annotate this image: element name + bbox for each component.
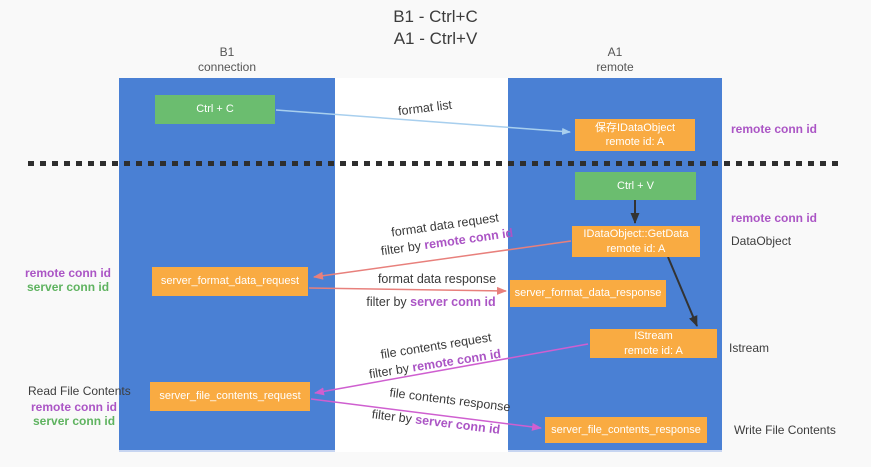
remote-conn-id-label-left-2: remote conn id	[31, 400, 118, 414]
server-file-contents-response-label: server_file_contents_response	[551, 423, 701, 436]
lane-a1-role: remote	[596, 60, 634, 74]
lane-b1-role: connection	[197, 60, 257, 74]
write-file-contents-label: Write File Contents	[734, 423, 836, 437]
server-file-contents-response-box: server_file_contents_response	[545, 417, 707, 443]
ctrl-c-label: Ctrl + C	[196, 103, 234, 116]
getdata-line2: remote id: A	[606, 242, 666, 255]
server-format-data-response-box: server_format_data_response	[510, 280, 666, 307]
server-format-data-request-label: server_format_data_request	[160, 275, 300, 288]
dataobject-label: DataObject	[731, 234, 792, 248]
server-format-data-request-box: server_format_data_request	[152, 267, 308, 296]
remote-conn-id-label-mid-right: remote conn id	[731, 211, 818, 225]
ctrl-c-box: Ctrl + C	[155, 95, 275, 124]
server-conn-id-label-left-1: server conn id	[27, 280, 110, 294]
server-format-data-response-label: server_format_data_response	[514, 287, 662, 300]
server-file-contents-request-box: server_file_contents_request	[150, 382, 310, 411]
save-idataobject-line2: remote id: A	[605, 136, 665, 148]
ctrl-v-box: Ctrl + V	[575, 172, 696, 200]
istream-box: IStream remote id: A	[590, 329, 717, 358]
lane-header-b1: B1 connection	[119, 45, 335, 75]
save-idataobject-box: 保存IDataObject remote id: A	[575, 119, 695, 151]
getdata-line1: IDataObject::GetData	[583, 228, 689, 241]
istream-side-label: Istream	[729, 341, 770, 355]
format-response-filter-label: filter by server conn id	[356, 295, 506, 309]
lane-b1-name: B1	[219, 45, 235, 59]
idataobject-getdata-box: IDataObject::GetData remote id: A	[572, 226, 700, 257]
istream-line1: IStream	[634, 330, 673, 343]
istream-line2: remote id: A	[624, 344, 683, 357]
page-title-line1: B1 - Ctrl+C	[393, 7, 478, 26]
format-data-response-label: format data response	[377, 272, 497, 286]
filter-by-text: filter by	[366, 295, 411, 309]
session-divider-dashed-line	[28, 161, 840, 166]
lane-header-a1: A1 remote	[508, 45, 722, 75]
save-idataobject-line1: 保存IDataObject	[594, 121, 676, 134]
server-conn-id-label-left-2: server conn id	[33, 414, 116, 428]
page-title-line2: A1 - Ctrl+V	[393, 29, 478, 49]
remote-conn-id-label-top-right: remote conn id	[731, 122, 818, 136]
server-file-contents-request-label: server_file_contents_request	[159, 390, 301, 403]
server-conn-id-keyword: server conn id	[410, 295, 496, 309]
page-title: B1 - Ctrl+C A1 - Ctrl+V	[0, 6, 871, 50]
lane-a1-name: A1	[607, 45, 623, 59]
ctrl-v-label: Ctrl + V	[617, 179, 654, 192]
remote-conn-id-label-left-1: remote conn id	[25, 266, 112, 280]
read-file-contents-label: Read File Contents	[28, 384, 131, 398]
